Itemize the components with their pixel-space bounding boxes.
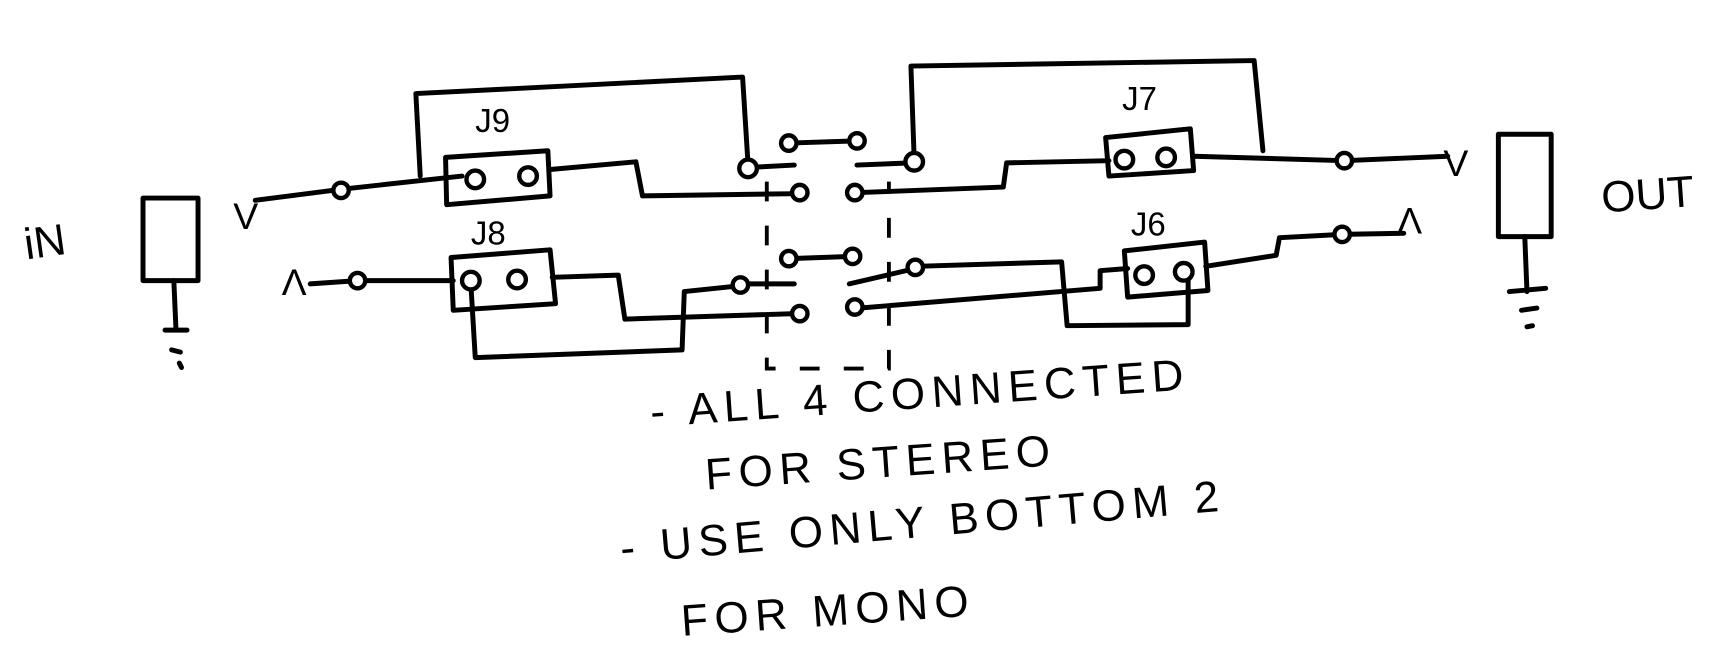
output-ground xyxy=(1506,234,1549,330)
jack-j9-label: J9 xyxy=(475,102,510,139)
j6-to-output-wire xyxy=(1203,230,1407,269)
switch-to-j6-wire xyxy=(856,266,1131,311)
j9-to-switch-wire xyxy=(547,159,797,199)
jack-j7-label: J7 xyxy=(1122,80,1157,117)
note-stereo-line2: FOR STEREO xyxy=(704,426,1059,499)
j8-loop-wire xyxy=(468,281,740,361)
output-top-signal-mark: V xyxy=(1443,142,1468,184)
j7-loop-wire xyxy=(908,58,1266,163)
switch-top-link xyxy=(750,138,914,170)
output-label: OUT xyxy=(1600,167,1696,222)
input-jack xyxy=(140,195,201,284)
jack-j6: J6 xyxy=(1121,205,1211,300)
j8-to-switch-wire xyxy=(549,272,798,322)
jack-j6-label: J6 xyxy=(1131,205,1166,242)
terminals xyxy=(331,130,1355,324)
bottom-wire xyxy=(307,278,456,287)
output-jack xyxy=(1495,131,1554,240)
input-label: iN xyxy=(21,215,69,269)
jack-j9: J9 xyxy=(443,102,553,208)
switch-dashed-outline xyxy=(764,181,891,371)
top-wire xyxy=(252,173,465,203)
switch-to-j7-wire xyxy=(856,158,1112,196)
input-ground xyxy=(162,278,190,370)
jack-j8-label: J8 xyxy=(471,214,506,251)
j6-loop-wire xyxy=(915,259,1191,329)
note-stereo-line1: - ALL 4 CONNECTED xyxy=(649,350,1192,437)
note-mono-line2: FOR MONO xyxy=(679,576,976,645)
jack-j8: J8 xyxy=(448,214,559,313)
input-bottom-signal-mark: Λ xyxy=(282,261,307,303)
j9-loop-wire xyxy=(413,74,751,179)
jack-j7: J7 xyxy=(1103,80,1197,179)
switch-bottom-link xyxy=(741,253,918,287)
j7-to-output-wire xyxy=(1191,153,1451,164)
